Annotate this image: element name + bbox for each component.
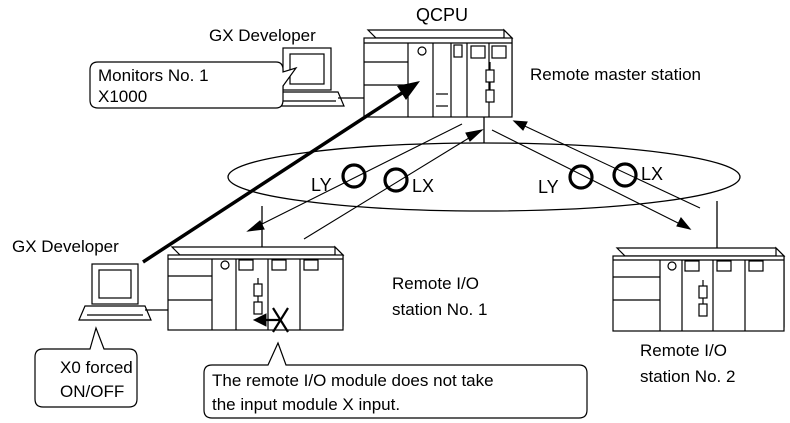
ly-right-circle — [568, 164, 594, 190]
callout-monitors: Monitors No. 1 X1000 — [89, 61, 298, 109]
laptop-left-icon — [78, 263, 152, 321]
ly-right-label: LY — [538, 177, 559, 197]
remote-master-station-label: Remote master station — [530, 65, 701, 84]
callout-monitors-line2: X1000 — [98, 87, 147, 106]
remote-io-station-2-unit — [612, 246, 786, 332]
gx-developer-top-label: GX Developer — [209, 26, 316, 45]
callout-monitors-line1: Monitors No. 1 — [98, 66, 209, 85]
lx-right-label: LX — [641, 164, 663, 184]
lx-left-label: LX — [412, 176, 434, 196]
remote-io-2-line1: Remote I/O — [640, 341, 727, 360]
qcpu-remote-master-unit — [363, 28, 514, 118]
remote-io-1-line1: Remote I/O — [392, 274, 479, 293]
qcpu-label: QCPU — [416, 5, 468, 25]
input-blocked-mark — [252, 307, 289, 333]
remote-io-station-1-unit — [167, 245, 345, 331]
monitor-thick-arrow — [142, 81, 420, 264]
remote-io-2-line2: station No. 2 — [640, 367, 735, 386]
callout-forced: X0 forced ON/OFF — [34, 326, 138, 408]
callout-remote-note-line1: The remote I/O module does not take — [212, 371, 494, 390]
data-flow-arrows — [246, 120, 701, 240]
gx-developer-left-label: GX Developer — [12, 237, 119, 256]
callout-forced-line2: ON/OFF — [60, 382, 124, 401]
remote-io-1-line2: station No. 1 — [392, 300, 487, 319]
callout-remote-note: The remote I/O module does not take the … — [203, 341, 588, 419]
callout-forced-line1: X0 forced — [60, 358, 133, 377]
ly-left-circle — [341, 163, 367, 189]
network-ellipse — [227, 142, 741, 212]
link-relay-circles — [341, 162, 638, 193]
ly-left-label: LY — [311, 175, 332, 195]
callout-remote-note-line2: the input module X input. — [212, 395, 400, 414]
lx-right-circle — [612, 162, 638, 188]
